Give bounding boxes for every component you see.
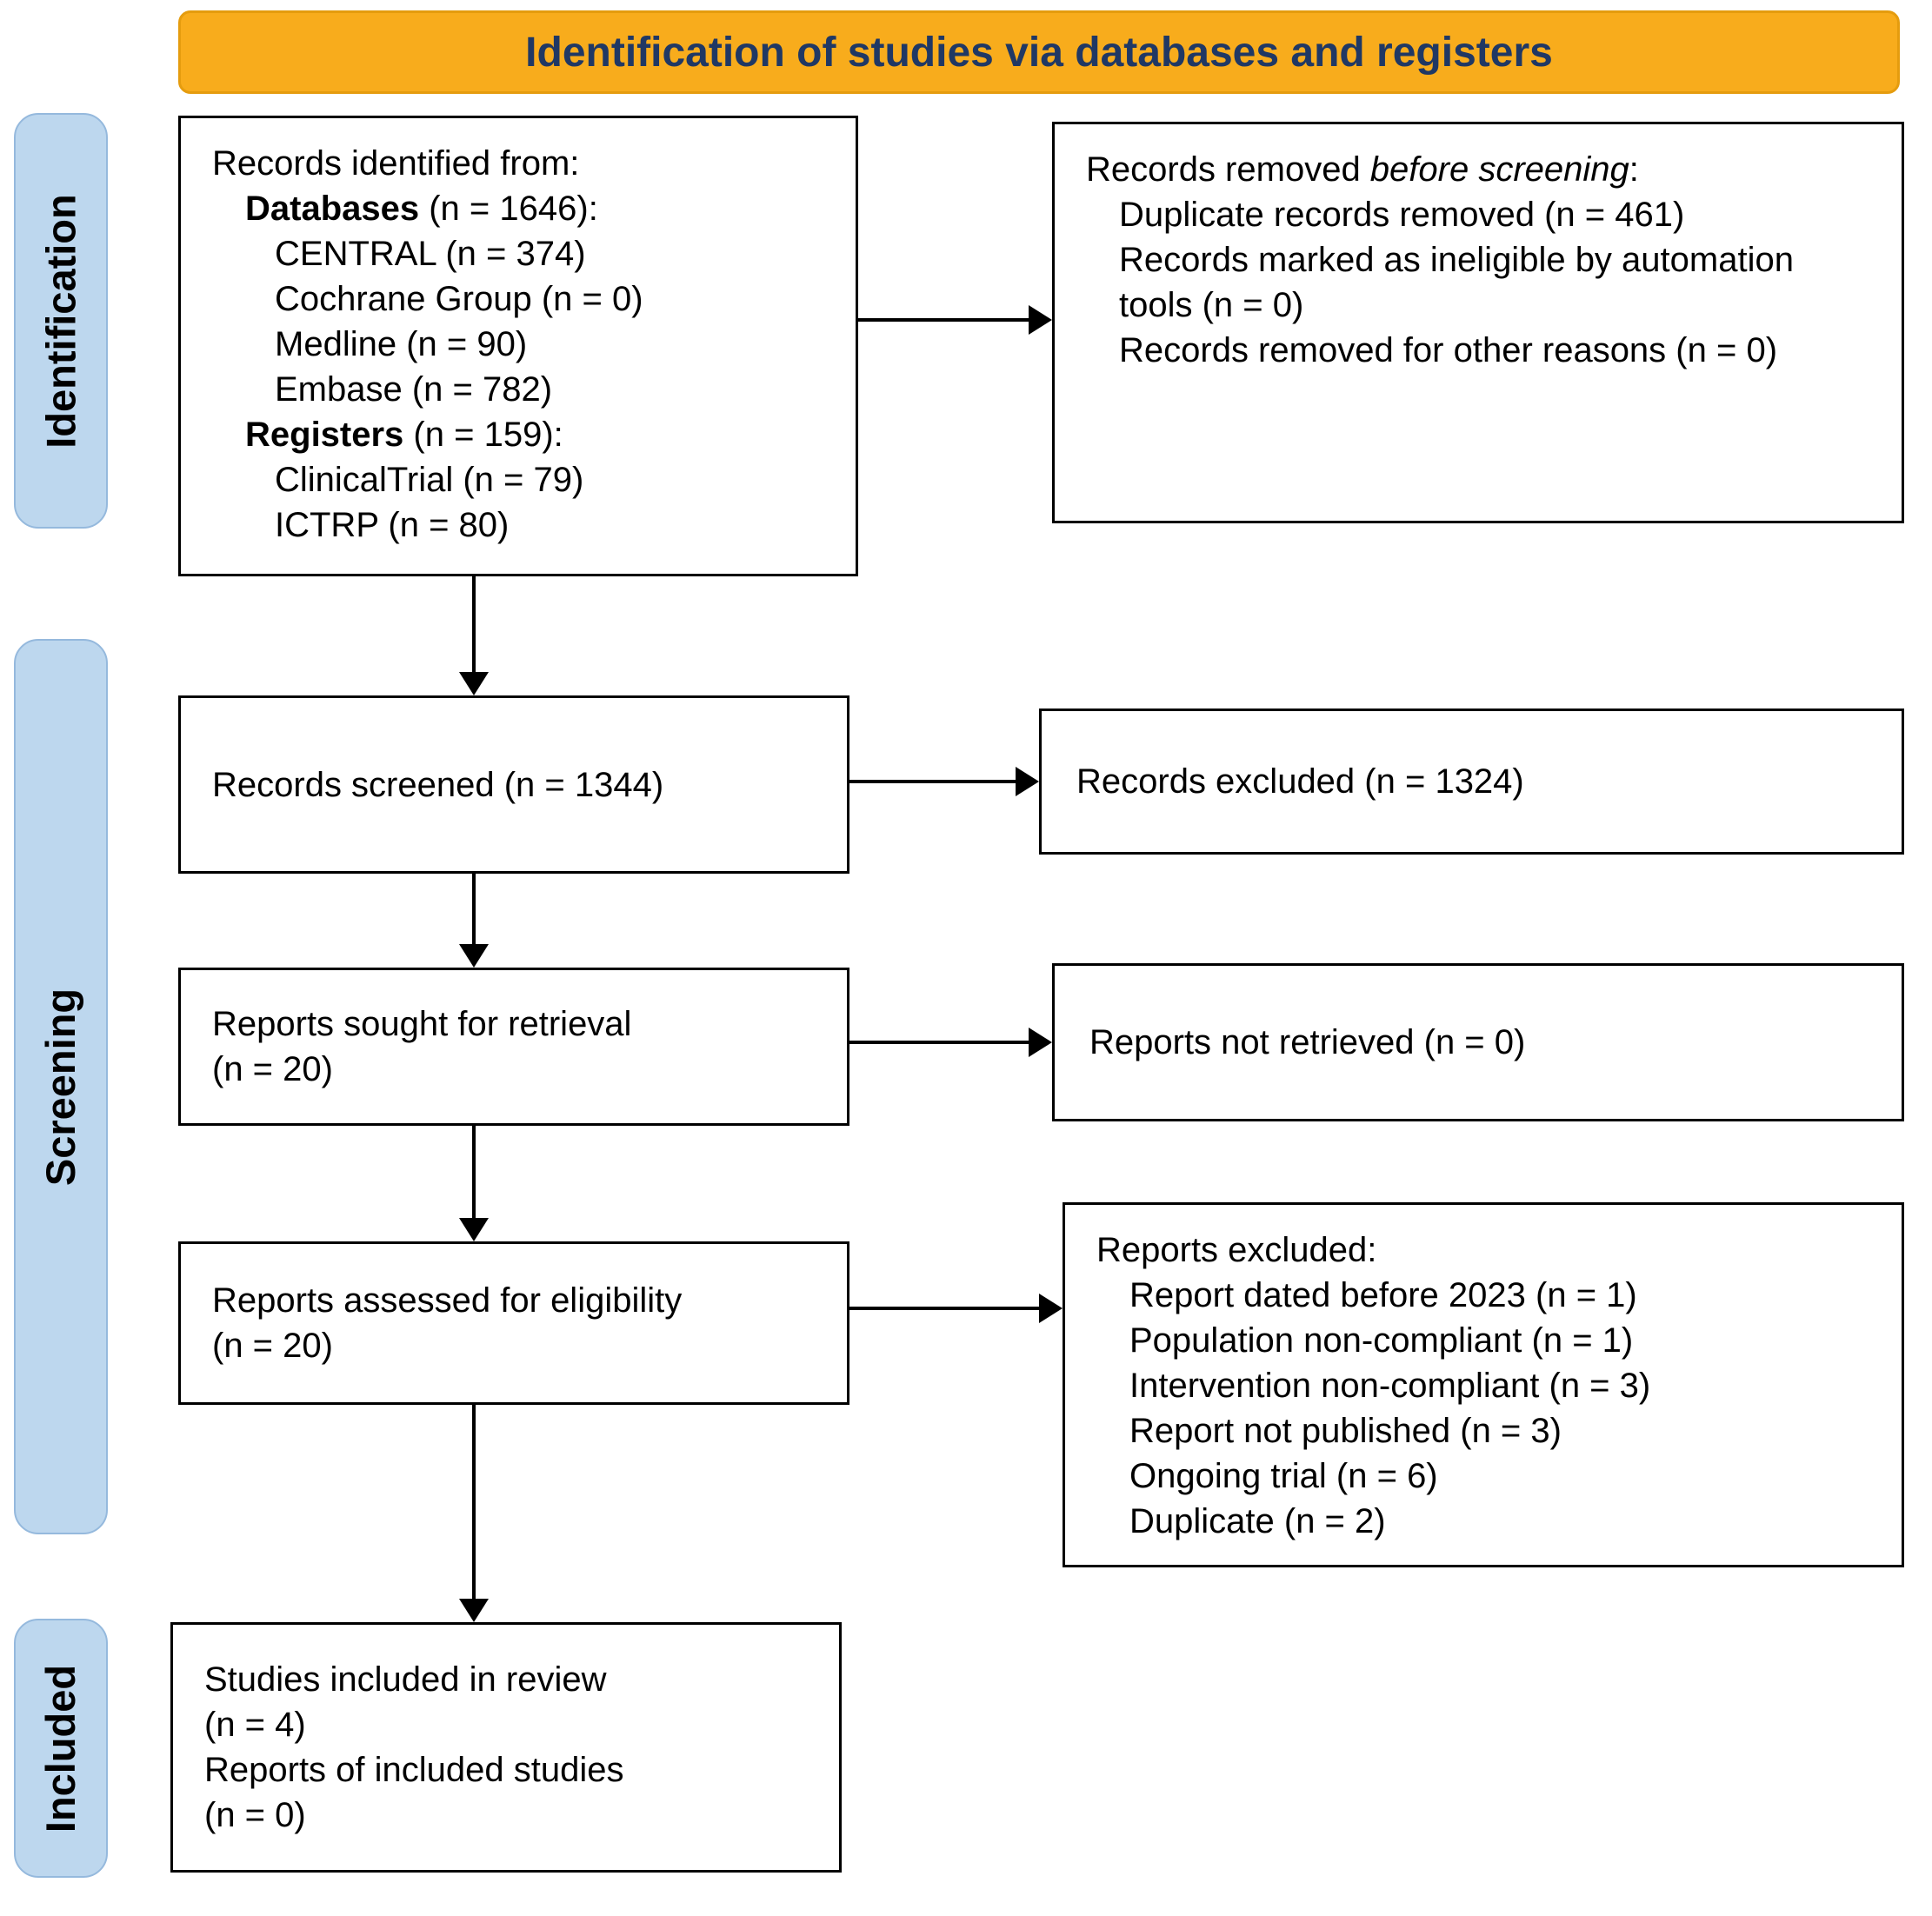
arrow-sought-to-assessed-head — [459, 1218, 489, 1241]
arrow-identified-to-screened-head — [459, 672, 489, 695]
reports-assessed-box: Reports assessed for eligibility (n = 20… — [178, 1241, 849, 1405]
records-removed-title-prefix: Records removed — [1086, 150, 1370, 189]
text-line: Records marked as ineligible by automati… — [1119, 241, 1794, 324]
text-line: ClinicalTrial (n = 79) — [275, 461, 584, 499]
text-line: Medline (n = 90) — [275, 325, 528, 363]
registers-count: (n = 159): — [403, 416, 563, 454]
text-line: Reports excluded: — [1096, 1231, 1377, 1269]
arrow-assessed-to-included-head — [459, 1599, 489, 1622]
text-line: Registers (n = 159): — [212, 412, 824, 457]
text-line: Records excluded (n = 1324) — [1076, 762, 1524, 801]
arrow-assessed-to-reportsexcluded-head — [1039, 1294, 1063, 1323]
text-line: Reports not retrieved (n = 0) — [1089, 1023, 1526, 1061]
records-removed-box: Records removed before screening: Duplic… — [1052, 122, 1904, 523]
text-line: Reports sought for retrieval — [212, 1005, 632, 1043]
records-identified-box: Records identified from: Databases (n = … — [178, 116, 858, 576]
studies-included-box: Studies included in review (n = 4) Repor… — [170, 1622, 842, 1873]
arrow-identified-to-screened-shaft — [472, 576, 476, 674]
databases-count: (n = 1646): — [419, 190, 598, 228]
stage-label-screening-text: Screening — [37, 988, 84, 1186]
text-line: Duplicate records removed (n = 461) — [1119, 196, 1685, 234]
text-line: Reports of included studies — [204, 1751, 624, 1789]
text-line: (n = 0) — [204, 1796, 306, 1834]
text-line: Intervention non-compliant (n = 3) — [1129, 1367, 1651, 1405]
text-line: (n = 4) — [204, 1706, 306, 1744]
records-removed-title-suffix: : — [1629, 150, 1639, 189]
records-excluded-box: Records excluded (n = 1324) — [1039, 709, 1904, 855]
arrow-sought-to-notretrieved-head — [1029, 1028, 1052, 1057]
arrow-assessed-to-reportsexcluded-shaft — [849, 1307, 1040, 1310]
arrow-screened-to-sought-head — [459, 944, 489, 968]
arrow-identified-to-removed-head — [1029, 305, 1052, 335]
text-line: Report dated before 2023 (n = 1) — [1129, 1276, 1637, 1314]
arrow-identified-to-removed-shaft — [858, 318, 1030, 322]
text-line: CENTRAL (n = 374) — [275, 235, 586, 273]
reports-sought-box: Reports sought for retrieval (n = 20) — [178, 968, 849, 1126]
registers-label: Registers — [245, 416, 404, 454]
text-line: Studies included in review — [204, 1660, 607, 1699]
text-line: ICTRP (n = 80) — [275, 506, 510, 544]
records-identified-title: Records identified from: — [212, 144, 580, 183]
text-line: Records removed before screening: — [1086, 147, 1870, 192]
text-line: Report not published (n = 3) — [1129, 1412, 1562, 1450]
stage-label-included-text: Included — [37, 1664, 84, 1833]
text-line: Ongoing trial (n = 6) — [1129, 1457, 1438, 1495]
text-line: Records screened (n = 1344) — [212, 765, 664, 804]
arrow-assessed-to-included-shaft — [472, 1405, 476, 1600]
arrow-screened-to-sought-shaft — [472, 874, 476, 947]
arrow-screened-to-excluded-head — [1016, 767, 1039, 796]
text-line: Embase (n = 782) — [275, 370, 553, 409]
diagram-title: Identification of studies via databases … — [525, 29, 1553, 76]
arrow-screened-to-excluded-shaft — [849, 780, 1016, 783]
text-line: Cochrane Group (n = 0) — [275, 280, 643, 318]
databases-label: Databases — [245, 190, 420, 228]
text-line: Duplicate (n = 2) — [1129, 1502, 1386, 1540]
diagram-title-banner: Identification of studies via databases … — [178, 10, 1900, 94]
text-line: Records identified from: — [212, 141, 824, 186]
arrow-sought-to-notretrieved-shaft — [849, 1041, 1029, 1044]
text-line: Population non-compliant (n = 1) — [1129, 1321, 1634, 1360]
stage-label-included: Included — [14, 1619, 108, 1878]
stage-label-identification-text: Identification — [37, 193, 84, 449]
text-line: (n = 20) — [212, 1327, 333, 1365]
text-line: Reports assessed for eligibility — [212, 1281, 683, 1320]
reports-not-retrieved-box: Reports not retrieved (n = 0) — [1052, 963, 1904, 1121]
stage-label-identification: Identification — [14, 113, 108, 529]
reports-excluded-box: Reports excluded: Report dated before 20… — [1063, 1202, 1904, 1567]
text-line: (n = 20) — [212, 1050, 333, 1088]
text-line: Records removed for other reasons (n = 0… — [1119, 331, 1778, 369]
arrow-sought-to-assessed-shaft — [472, 1126, 476, 1220]
records-screened-box: Records screened (n = 1344) — [178, 695, 849, 874]
stage-label-screening: Screening — [14, 639, 108, 1534]
text-line: Databases (n = 1646): — [212, 186, 824, 231]
records-removed-title-italic: before screening — [1369, 150, 1629, 189]
